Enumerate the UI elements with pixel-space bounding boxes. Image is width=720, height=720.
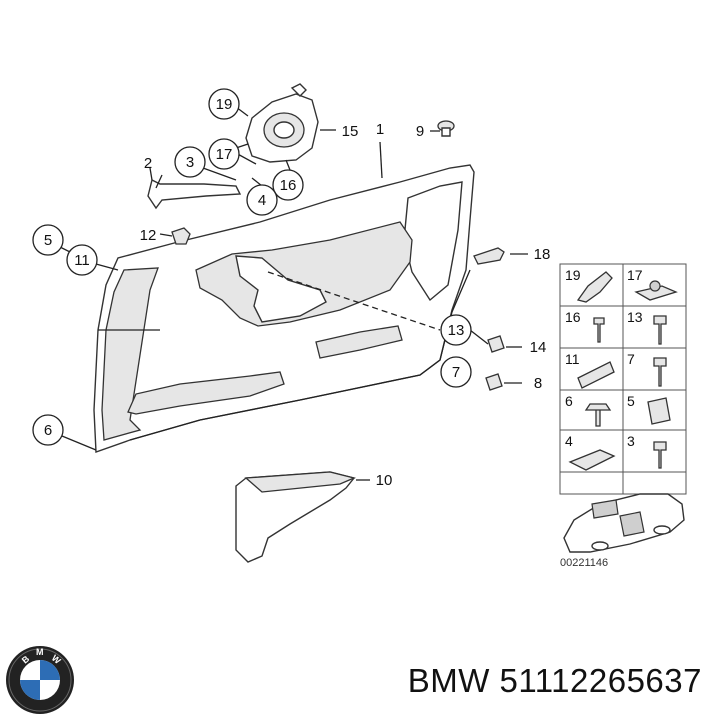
clip-part-12 xyxy=(171,227,191,245)
label-14: 14 xyxy=(530,339,547,356)
legend-screw-13-icon xyxy=(653,315,667,345)
label-9: 9 xyxy=(416,123,424,140)
bmw-logo: B M W xyxy=(6,646,74,714)
callout-7: 7 xyxy=(452,364,460,381)
door-pocket-part-10 xyxy=(235,471,357,563)
legend-3: 3 xyxy=(627,433,635,449)
leader-lines xyxy=(59,103,528,481)
legend-nut-4-icon xyxy=(568,449,616,471)
legend-5: 5 xyxy=(627,393,635,409)
car-location-icon xyxy=(563,493,685,553)
part-18 xyxy=(473,247,505,265)
legend-screw-7-icon xyxy=(653,357,667,387)
legend-nut-17-boss-icon xyxy=(649,280,661,292)
svg-text:M: M xyxy=(36,647,44,657)
callout-5: 5 xyxy=(44,232,52,249)
legend-11: 11 xyxy=(565,351,580,367)
label-2: 2 xyxy=(144,155,152,172)
label-1: 1 xyxy=(376,121,384,138)
legend-4: 4 xyxy=(565,433,573,449)
legend-screw-16-icon xyxy=(593,317,605,343)
legend-13: 13 xyxy=(627,309,643,325)
number-labels: 1 2 9 15 12 18 14 8 10 xyxy=(140,121,551,489)
callout-3: 3 xyxy=(186,154,194,171)
plug-part-9 xyxy=(437,120,455,137)
callout-16: 16 xyxy=(280,177,297,194)
label-10: 10 xyxy=(376,472,393,489)
legend-7: 7 xyxy=(627,351,635,367)
legend-17: 17 xyxy=(627,267,643,283)
drawing-code: 00221146 xyxy=(560,557,608,569)
legend-6: 6 xyxy=(565,393,573,409)
label-8: 8 xyxy=(534,375,542,392)
speaker-assembly xyxy=(245,83,319,163)
hardware-legend-grid: 19 17 16 13 11 7 6 5 4 3 00221146 xyxy=(559,263,687,569)
callout-6: 6 xyxy=(44,422,52,439)
legend-clip-19-icon xyxy=(576,271,613,303)
label-18: 18 xyxy=(534,246,551,263)
legend-strip-11-icon xyxy=(577,361,615,389)
callout-4: 4 xyxy=(258,192,266,209)
legend-19: 19 xyxy=(565,267,581,283)
door-trim-panel xyxy=(93,164,475,453)
callout-11: 11 xyxy=(74,252,90,269)
callout-17: 17 xyxy=(216,146,233,163)
legend-clip-5-icon xyxy=(647,397,671,425)
part-number-title: BMW 51112265637 xyxy=(407,662,702,699)
callout-13: 13 xyxy=(448,322,465,339)
legend-rivet-6-icon xyxy=(584,403,612,427)
legend-screw-3-icon xyxy=(653,441,667,469)
bracket-part-2-3 xyxy=(147,167,242,210)
legend-16: 16 xyxy=(565,309,581,325)
svg-text:B: B xyxy=(20,653,32,665)
callout-19: 19 xyxy=(216,96,233,113)
caps-part-14-8 xyxy=(485,335,505,391)
label-15: 15 xyxy=(342,123,359,140)
label-12: 12 xyxy=(140,227,157,244)
callouts: 19 3 17 16 4 5 11 6 13 7 xyxy=(32,88,472,446)
